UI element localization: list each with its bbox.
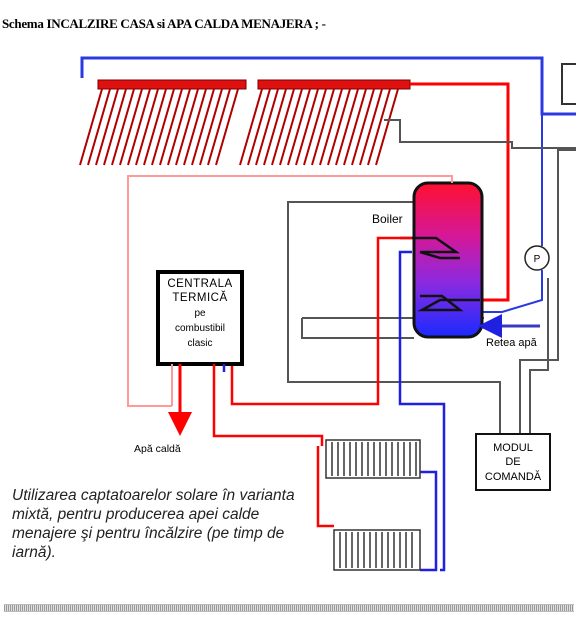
heater-label-1: CENTRALA bbox=[167, 278, 232, 290]
hot-water-label: Apă caldă bbox=[134, 443, 181, 455]
boiler-label: Boiler bbox=[372, 212, 403, 226]
diagram-caption: Utilizarea captatoarelor solare în varia… bbox=[12, 487, 295, 561]
radiator-upper bbox=[325, 439, 421, 479]
pump-label: P bbox=[534, 254, 541, 265]
control-label-1: MODUL bbox=[493, 442, 533, 454]
heater-label-3: pe bbox=[194, 308, 206, 319]
circulation-pump bbox=[524, 245, 550, 271]
radiator-lower bbox=[333, 529, 421, 571]
boiler-coil-return bbox=[398, 250, 446, 572]
radiator-return-pipe bbox=[222, 364, 438, 572]
heater-label-4: combustibil bbox=[175, 323, 225, 334]
solar-hot-pipe bbox=[410, 82, 510, 302]
heater-label-2: TERMICĂ bbox=[172, 291, 227, 304]
boiler-lower-coil bbox=[417, 294, 480, 312]
diagram-title: Schema INCALZIRE CASA si APA CALDA MENAJ… bbox=[2, 16, 326, 31]
heater-boiler-hot bbox=[230, 236, 412, 406]
solar-return-pipe bbox=[80, 56, 576, 116]
control-label-2: DE bbox=[505, 456, 520, 468]
radiator-supply-pipe bbox=[212, 364, 334, 528]
sensor-box bbox=[561, 63, 576, 105]
boiler-tank bbox=[412, 181, 484, 339]
control-wires bbox=[287, 119, 576, 434]
water-network-label: Retea apă bbox=[486, 337, 538, 349]
solar-collector-left bbox=[79, 79, 247, 166]
control-module bbox=[475, 433, 551, 491]
boiler-upper-coil bbox=[400, 236, 460, 260]
solar-collector-right bbox=[239, 79, 411, 166]
control-label-3: COMANDĂ bbox=[485, 470, 542, 483]
heater-label-5: clasic bbox=[187, 338, 212, 349]
solar-pump-return bbox=[482, 114, 543, 313]
boiler-hot-outlet bbox=[127, 175, 453, 407]
central-heating-unit bbox=[156, 270, 244, 366]
bottom-divider bbox=[4, 604, 574, 612]
